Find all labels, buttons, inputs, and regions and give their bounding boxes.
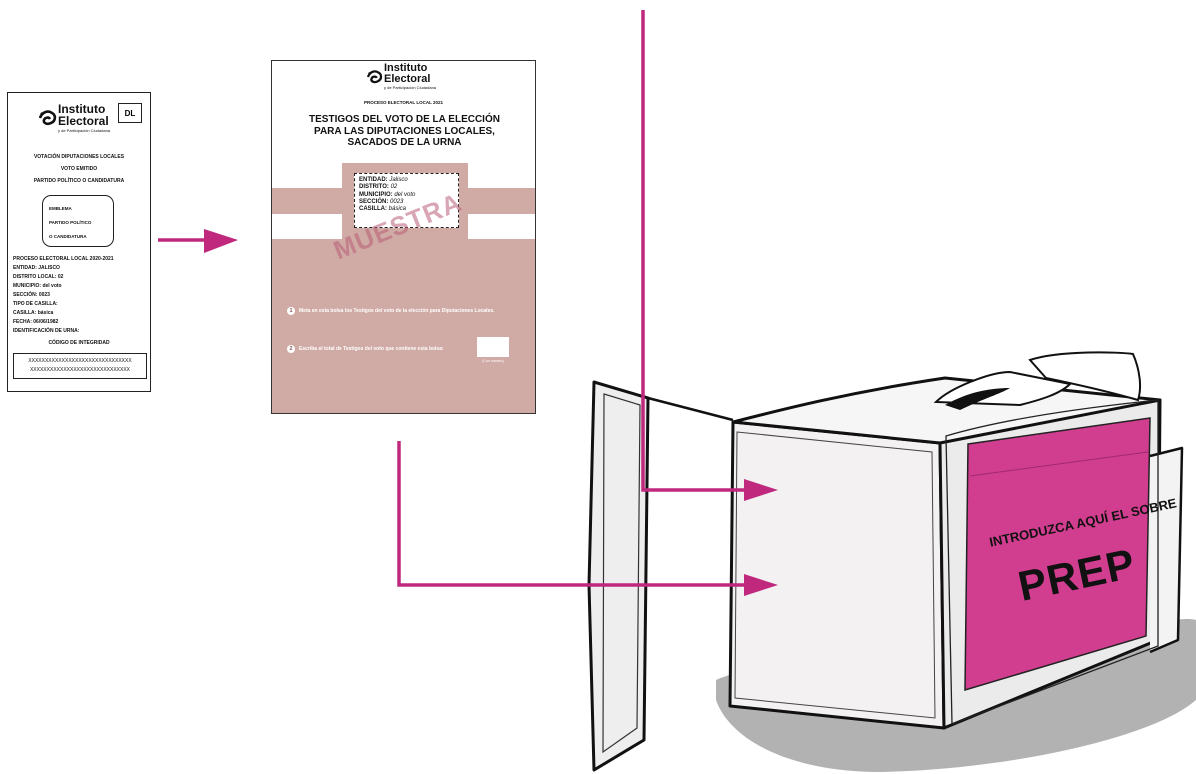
box-front: [730, 422, 944, 728]
box-side-handle: [1150, 448, 1182, 652]
arrow-ballot-to-envelope: [158, 229, 238, 253]
box-flap-edge: [648, 398, 733, 420]
